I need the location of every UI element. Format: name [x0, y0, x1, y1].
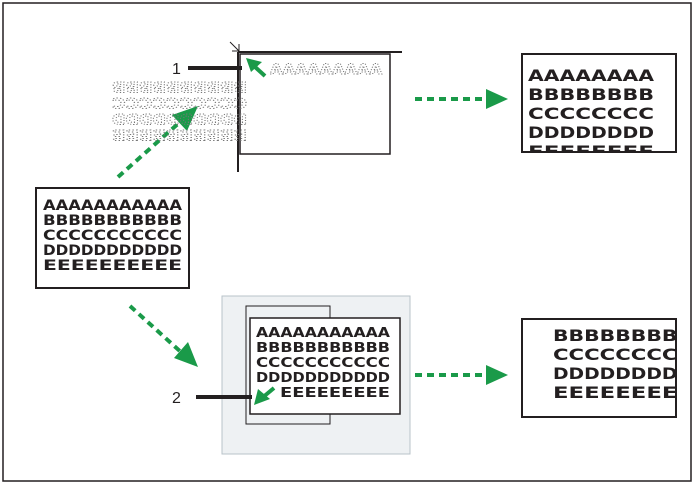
case-1-result-line-1: AAAAAAAA	[528, 66, 655, 85]
original-line-3: CCCCCCCCCCC	[43, 228, 182, 244]
case-2-result-line-4: EEEEEEEEE	[553, 383, 693, 402]
case-1-result: AAAAAAAA BBBBBBBB CCCCCCCC DDDDDDDD EEEE…	[521, 53, 677, 161]
original-line-1: AAAAAAAAAAA	[43, 198, 182, 214]
original-line-2: BBBBBBBBBBB	[43, 213, 182, 229]
corner-mark-icon	[229, 41, 240, 52]
arrow-to-case-2	[128, 304, 198, 367]
case-2-scan-line-2: BBBBBBBBBBB	[256, 340, 390, 356]
case-2-result-line-2: CCCCCCCCC	[553, 345, 693, 364]
case-2-scan-line-3: CCCCCCCCCCC	[256, 355, 390, 371]
case-1-result-line-4: DDDDDDDD	[528, 123, 654, 142]
case-1-scan-line-2: BBBBBBBBBB	[112, 78, 247, 94]
case-2-scan: AAAAAAAAAAA BBBBBBBBBBB CCCCCCCCCCC DDDD…	[172, 295, 411, 455]
case-2-result: BBBBBBBBB CCCCCCCCC DDDDDDDDD EEEEEEEEE	[521, 318, 693, 418]
case-2-pointer-arrow-icon	[254, 386, 276, 405]
case-1-pointer-arrow-icon	[246, 58, 267, 78]
case-2-result-border	[521, 318, 677, 418]
arrow-case-1-to-result	[415, 89, 508, 109]
case-1-result-border	[521, 53, 677, 153]
case-1-number: 1	[172, 61, 181, 78]
arrow-to-case-1	[116, 106, 198, 179]
case-1-scan-line-1: AAAAAAAAA	[270, 62, 382, 78]
case-2-placed-document	[249, 317, 401, 415]
case-2-number: 2	[172, 390, 181, 407]
case-1-placed-document	[239, 53, 391, 155]
original-line-4: DDDDDDDDDDD	[43, 243, 182, 259]
case-1-scan-line-3: CCCCCCCCCC	[112, 94, 247, 110]
original-document: AAAAAAAAAAA BBBBBBBBBBB CCCCCCCCCCC DDDD…	[35, 187, 190, 289]
case-1-scan-line-5: EEEEEEEEEE	[112, 126, 247, 142]
case-2-scan-line-4: DDDDDDDDDDD	[256, 370, 390, 386]
case-2-result-line-1: BBBBBBBBB	[553, 326, 693, 345]
case-2-scan-line-5: EEEEEEEEE	[280, 385, 390, 401]
case-1-scan-line-4: DDDDDDDDDD	[112, 110, 247, 126]
case-1-result-line-5: EEEEEEEE	[528, 142, 654, 161]
original-line-5: EEEEEEEEEE	[43, 258, 182, 274]
case-1-result-line-2: BBBBBBBB	[528, 85, 654, 104]
case-1-scan: AAAAAAAAA BBBBBBBBBB CCCCCCCCCC DDDDDDDD…	[112, 41, 402, 172]
arrow-case-2-to-result	[415, 365, 508, 385]
original-document-border	[35, 187, 190, 289]
case-2-result-line-3: DDDDDDDDD	[553, 364, 693, 383]
case-2-scan-line-1: AAAAAAAAAAA	[256, 325, 391, 341]
case-1-result-line-3: CCCCCCCC	[528, 104, 654, 123]
